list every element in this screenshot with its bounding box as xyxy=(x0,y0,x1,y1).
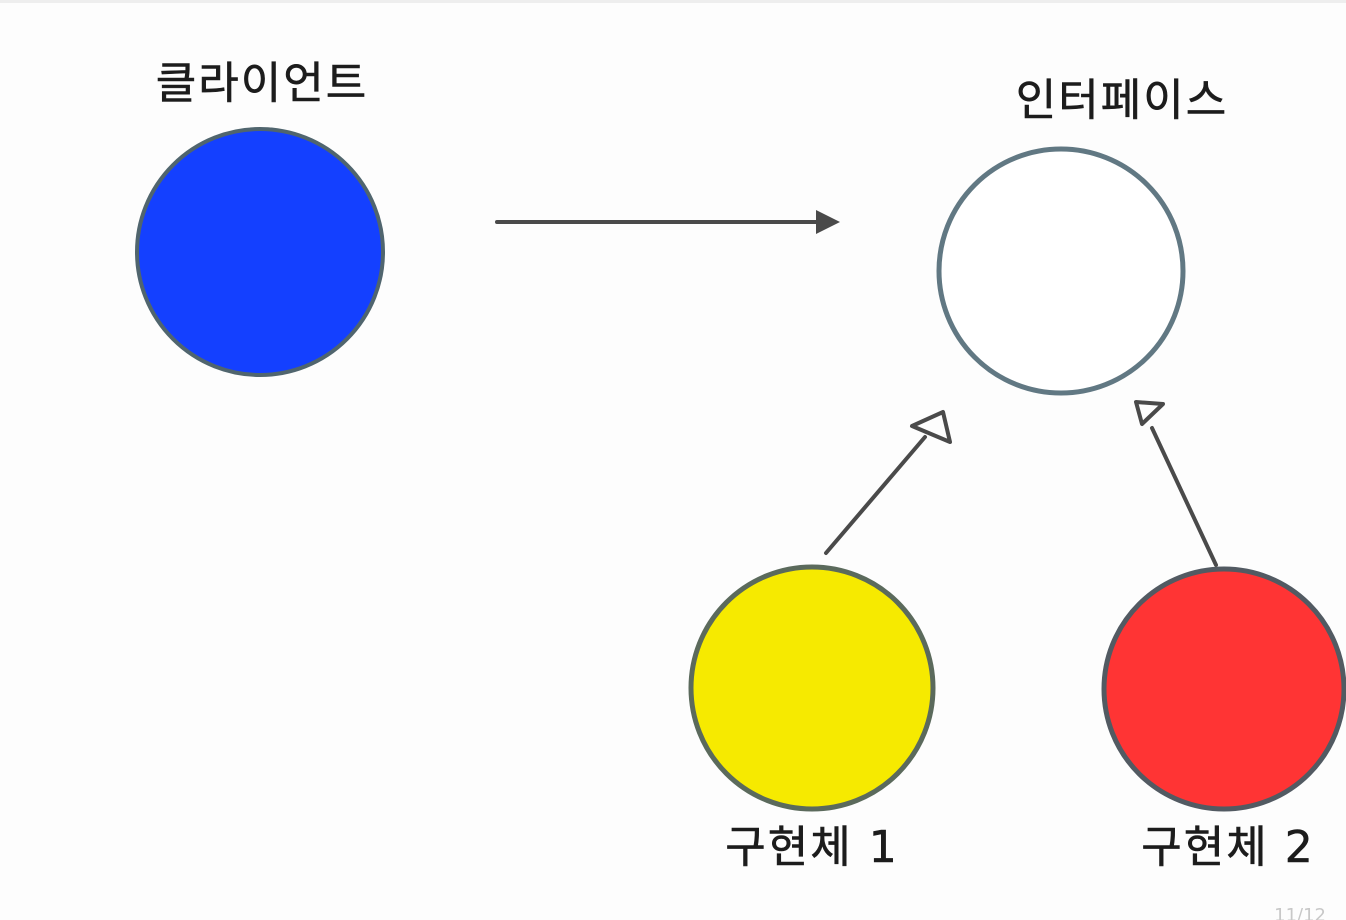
realization-line-2 xyxy=(1150,426,1218,567)
filled-arrowhead-icon xyxy=(816,210,840,234)
interface-node xyxy=(936,146,1186,396)
client-label: 클라이언트 xyxy=(156,58,368,109)
impl1-to-interface-arrow xyxy=(824,410,952,555)
impl1-node xyxy=(688,564,936,812)
page-counter: 11/12 xyxy=(1274,905,1326,920)
interface-label: 인터페이스 xyxy=(1016,75,1228,126)
hollow-triangle-arrowhead-icon xyxy=(1134,400,1165,426)
impl2-label: 구현체 2 xyxy=(1141,822,1314,873)
realization-line-1 xyxy=(824,435,927,555)
impl1-label: 구현체 1 xyxy=(725,822,898,873)
top-rule xyxy=(0,0,1346,3)
client-node xyxy=(135,127,385,377)
client-to-interface-arrow xyxy=(495,210,840,234)
impl2-node xyxy=(1101,566,1346,812)
impl2-to-interface-arrow xyxy=(1134,400,1218,567)
hollow-triangle-arrowhead-icon xyxy=(910,410,952,444)
